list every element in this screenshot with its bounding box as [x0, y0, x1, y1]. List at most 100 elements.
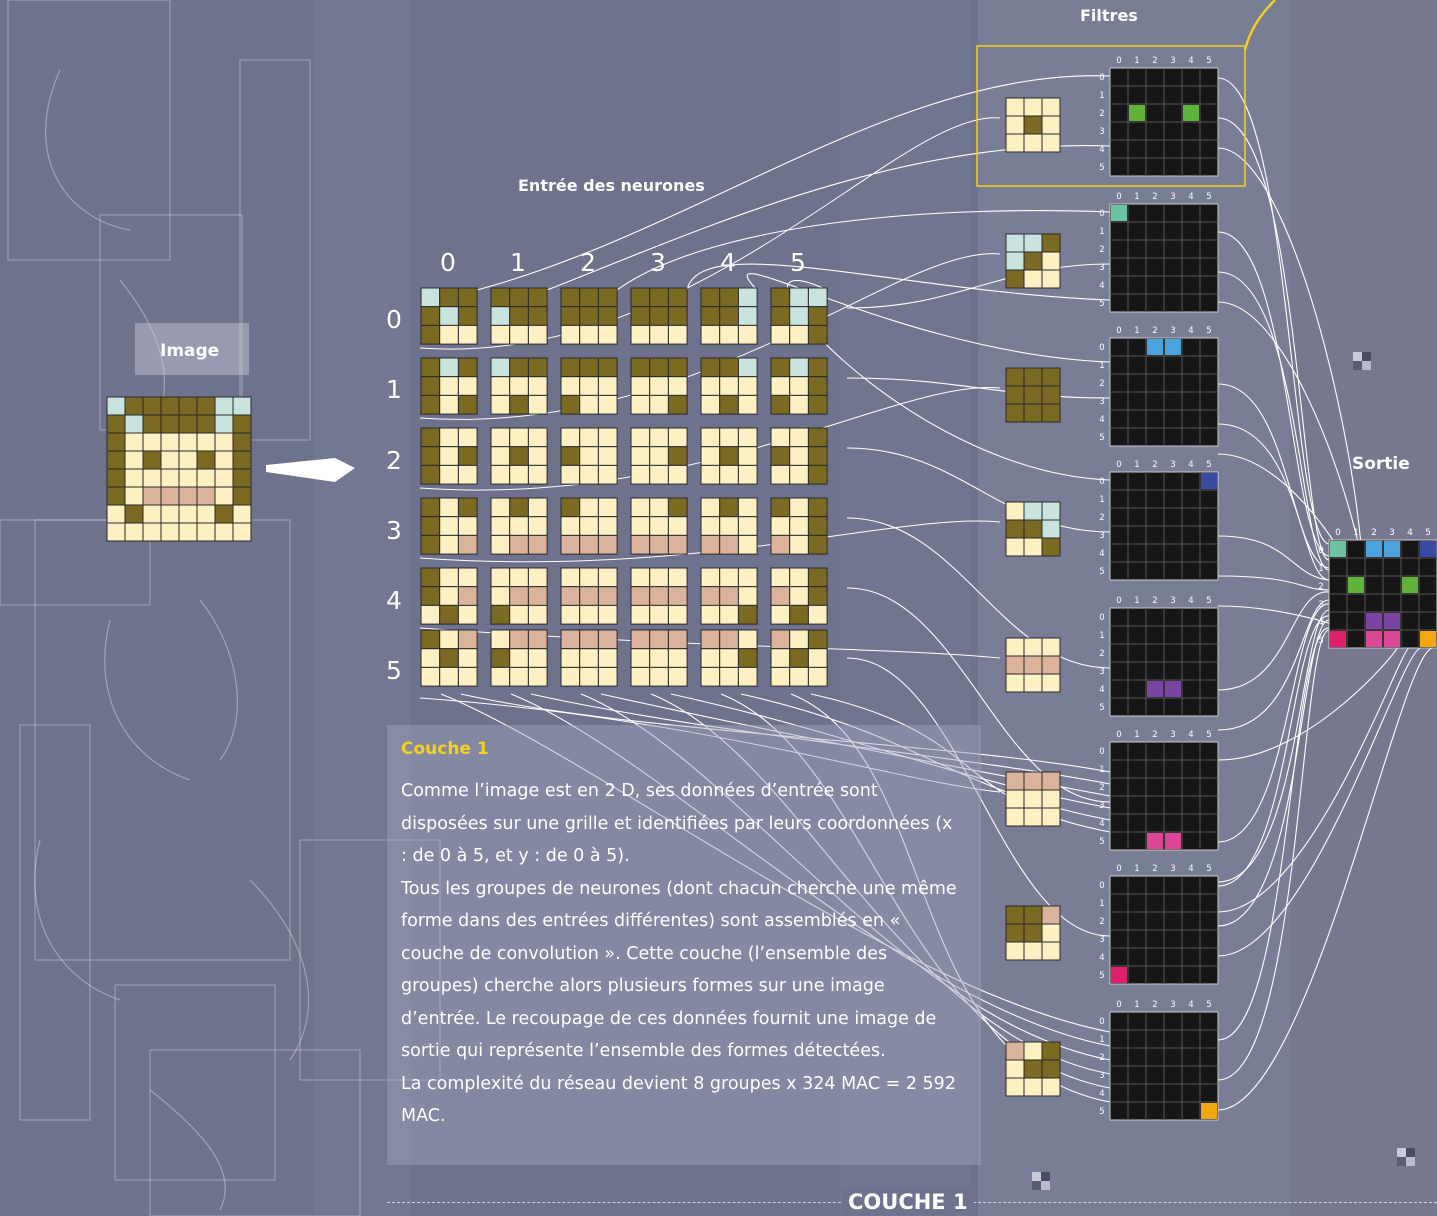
feature-map-row-tick: 2: [1099, 917, 1104, 927]
patch-pixel: [490, 497, 511, 518]
patch-pixel: [700, 629, 721, 650]
patch-pixel: [649, 629, 669, 650]
image-pixel: [178, 432, 198, 452]
kernel-pixel: [1041, 251, 1061, 271]
patch-pixel: [597, 586, 618, 606]
patch-pixel: [439, 604, 459, 625]
kernel-pixel: [1041, 97, 1061, 117]
patch-pixel: [560, 427, 581, 448]
neuron-input-patch: [490, 427, 548, 485]
connection-line: [1217, 627, 1330, 1041]
connection-line: [846, 517, 1111, 669]
feature-map-col-tick: 4: [1188, 56, 1193, 66]
patch-pixel: [509, 629, 529, 650]
kernel-pixel: [1005, 941, 1025, 961]
patch-pixel: [807, 357, 828, 378]
output-cell: [1366, 613, 1382, 629]
output-cell: [1366, 631, 1382, 647]
patch-pixel: [597, 357, 618, 378]
patch-pixel: [789, 586, 809, 606]
output-row-tick: 1: [1318, 564, 1324, 574]
image-pixel: [124, 504, 144, 524]
patch-pixel: [737, 306, 758, 326]
patch-pixel: [719, 534, 739, 555]
feature-cell: [1147, 833, 1163, 849]
patch-pixel: [420, 666, 441, 687]
patch-pixel: [719, 516, 739, 536]
patch-pixel: [719, 497, 739, 518]
neuron-input-patch: [490, 629, 548, 687]
feature-map-col-tick: 3: [1170, 864, 1175, 874]
filter-kernel: [1005, 97, 1061, 153]
kernel-pixel: [1005, 97, 1025, 117]
feature-map-col-tick: 2: [1152, 730, 1157, 740]
connection-line: [1217, 647, 1434, 1111]
patch-pixel: [457, 287, 478, 308]
feature-map-col-tick: 3: [1170, 730, 1175, 740]
kernel-pixel: [1023, 519, 1043, 539]
patch-pixel: [737, 394, 758, 415]
kernel-pixel: [1023, 403, 1043, 423]
patch-pixel: [807, 306, 828, 326]
filter-kernel: [1005, 771, 1061, 827]
pixel-decoration: [1353, 352, 1371, 370]
patch-pixel: [560, 357, 581, 378]
patch-pixel: [770, 567, 791, 588]
feature-map-row-tick: 5: [1099, 971, 1104, 981]
patch-pixel: [579, 464, 599, 485]
connection-line: [1217, 647, 1410, 913]
patch-pixel: [770, 306, 791, 326]
patch-pixel: [789, 394, 809, 415]
image-pixel: [142, 468, 162, 488]
image-pixel: [214, 486, 234, 506]
neuron-input-patch: [630, 287, 688, 345]
feature-map-col-tick: 3: [1170, 596, 1175, 606]
patch-pixel: [770, 604, 791, 625]
patch-pixel: [597, 516, 618, 536]
kernel-pixel: [1023, 941, 1043, 961]
patch-pixel: [700, 464, 721, 485]
kernel-pixel: [1041, 941, 1061, 961]
patch-pixel: [509, 648, 529, 668]
patch-pixel: [509, 357, 529, 378]
filter-kernel: [1005, 367, 1061, 423]
feature-map-col-tick: 4: [1188, 730, 1193, 740]
patch-pixel: [597, 497, 618, 518]
kernel-pixel: [1023, 905, 1043, 925]
feature-map-row-tick: 4: [1099, 819, 1104, 829]
feature-map-row-tick: 2: [1099, 649, 1104, 659]
connection-line: [1217, 535, 1330, 581]
neuron-input-patch: [630, 427, 688, 485]
pixel-decoration: [1397, 1148, 1415, 1166]
image-pixel: [196, 414, 216, 434]
sketch-frame: [0, 519, 151, 606]
patch-pixel: [700, 648, 721, 668]
sketch-frame: [34, 519, 291, 961]
patch-pixel: [527, 604, 548, 625]
feature-cell: [1129, 105, 1145, 121]
row-index: 5: [386, 656, 402, 685]
row-index: 4: [386, 586, 402, 615]
patch-pixel: [630, 287, 651, 308]
image-pixel: [106, 468, 126, 488]
layer-description-panel: Couche 1 Comme l’image est en 2 D, ses d…: [387, 725, 981, 1165]
pixel-square: [1041, 1181, 1050, 1190]
feature-map-col-tick: 4: [1188, 864, 1193, 874]
patch-pixel: [457, 306, 478, 326]
patch-pixel: [700, 534, 721, 555]
patch-pixel: [719, 629, 739, 650]
patch-pixel: [789, 446, 809, 466]
patch-pixel: [630, 446, 651, 466]
patch-pixel: [490, 604, 511, 625]
pixel-square: [1362, 352, 1371, 361]
patch-pixel: [789, 306, 809, 326]
patch-pixel: [789, 534, 809, 555]
feature-map-col-tick: 1: [1134, 864, 1139, 874]
patch-pixel: [597, 464, 618, 485]
feature-cell: [1147, 339, 1163, 355]
patch-pixel: [527, 497, 548, 518]
feature-map-col-tick: 2: [1152, 326, 1157, 336]
feature-map-col-tick: 1: [1134, 326, 1139, 336]
patch-pixel: [490, 287, 511, 308]
